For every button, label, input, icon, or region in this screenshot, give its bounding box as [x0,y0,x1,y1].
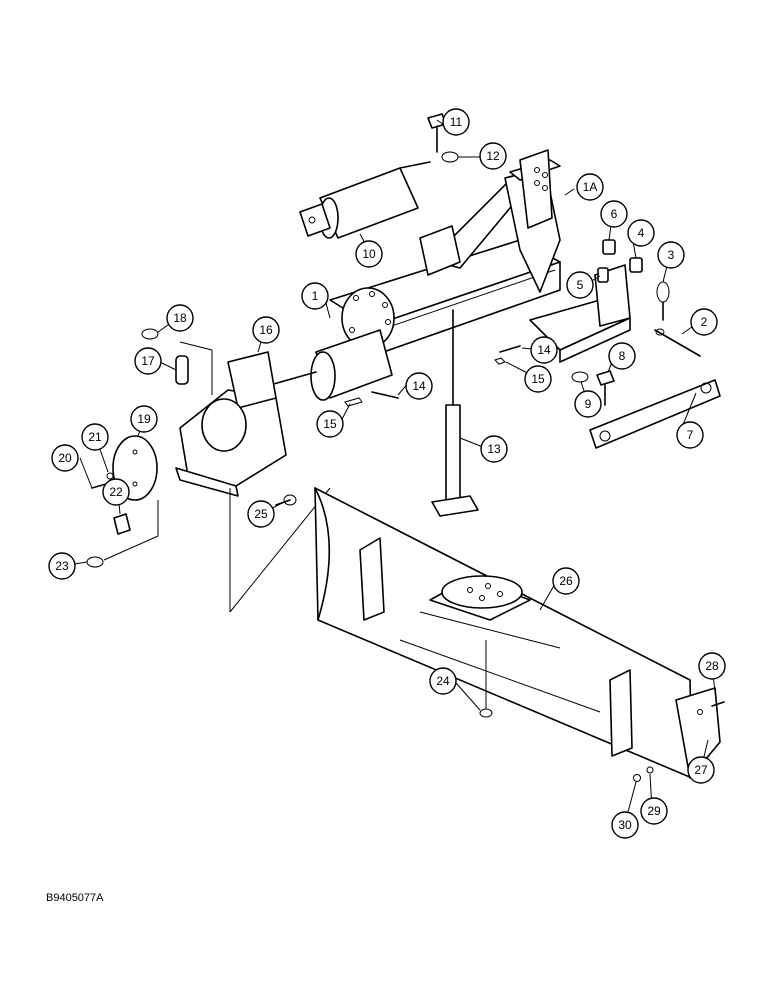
callout-6: 6 [600,200,628,228]
callout-20: 20 [51,444,79,472]
callout-26: 26 [552,567,580,595]
callout-29: 29 [640,797,668,825]
callout-5: 5 [566,271,594,299]
grader-blade [314,487,693,779]
pins-and-clips [344,345,521,407]
callout-25: 25 [247,500,275,528]
svg-text:23: 23 [55,559,69,573]
svg-text:17: 17 [141,354,155,368]
svg-text:14: 14 [412,379,426,393]
svg-text:26: 26 [559,574,573,588]
svg-text:1A: 1A [583,180,598,194]
callout-16: 16 [252,316,280,344]
assembly-lines [229,487,331,613]
svg-text:14: 14 [537,343,551,357]
bushings [597,239,643,283]
callout-2: 2 [690,308,718,336]
callout-17: 17 [134,347,162,375]
blade-hardware [479,640,725,782]
callout-15-lower: 15 [316,410,344,438]
svg-text:16: 16 [259,323,273,337]
callout-15-upper: 15 [524,365,552,393]
callout-1: 1 [301,282,329,310]
svg-text:15: 15 [323,417,337,431]
svg-text:1: 1 [312,289,319,303]
svg-text:6: 6 [611,207,618,221]
hydraulic-cylinder [299,161,431,239]
hitch-a-frame [419,149,561,293]
callout-21: 21 [81,423,109,451]
blade-end-plate [675,687,721,779]
callout-27: 27 [687,756,715,784]
svg-text:3: 3 [668,248,675,262]
callout-30: 30 [611,811,639,839]
svg-text:20: 20 [58,451,72,465]
callout-14-upper: 14 [530,336,558,364]
svg-text:7: 7 [687,428,694,442]
svg-text:13: 13 [487,442,501,456]
svg-text:19: 19 [137,412,151,426]
svg-text:11: 11 [450,115,463,129]
link-pin [571,370,615,406]
callout-14-lower: 14 [405,372,433,400]
swivel-pin [275,494,297,506]
callout-24: 24 [429,667,457,695]
svg-text:30: 30 [618,818,632,832]
lynch-pin [656,281,670,321]
callout-4: 4 [627,219,655,247]
svg-text:28: 28 [705,659,719,673]
svg-text:25: 25 [254,507,268,521]
svg-text:9: 9 [585,397,592,411]
svg-text:24: 24 [436,674,450,688]
svg-text:12: 12 [486,149,500,163]
bolt-washer [91,472,114,489]
callout-8: 8 [608,342,636,370]
callout-18: 18 [166,304,194,332]
callout-9: 9 [574,390,602,418]
callout-10: 10 [355,240,383,268]
top-pin [427,113,459,163]
svg-text:15: 15 [531,372,545,386]
callout-1a: 1A [576,173,604,201]
callout-12: 12 [479,142,507,170]
callout-22: 22 [102,478,130,506]
pivot-pin [654,328,701,357]
callout-23: 23 [48,552,76,580]
svg-text:22: 22 [109,485,123,499]
handle-pin [141,328,213,395]
svg-text:18: 18 [173,311,187,325]
callout-7: 7 [676,421,704,449]
svg-text:5: 5 [577,278,584,292]
swivel-cylinder [269,329,393,401]
svg-text:8: 8 [619,349,626,363]
svg-text:4: 4 [638,226,645,240]
svg-text:27: 27 [694,763,708,777]
svg-text:21: 21 [88,430,102,444]
figure-code-label: B9405077A [46,892,104,904]
callout-28: 28 [698,652,726,680]
callout-13: 13 [480,435,508,463]
svg-text:29: 29 [647,804,661,818]
lock-pin [86,500,159,568]
callout-3: 3 [657,241,685,269]
svg-text:2: 2 [701,315,708,329]
swing-link [589,379,721,449]
callout-19: 19 [130,405,158,433]
svg-text:10: 10 [362,247,376,261]
swivel-housing [175,351,287,497]
stand-post [431,309,479,517]
callout-11: 11 [442,108,470,136]
